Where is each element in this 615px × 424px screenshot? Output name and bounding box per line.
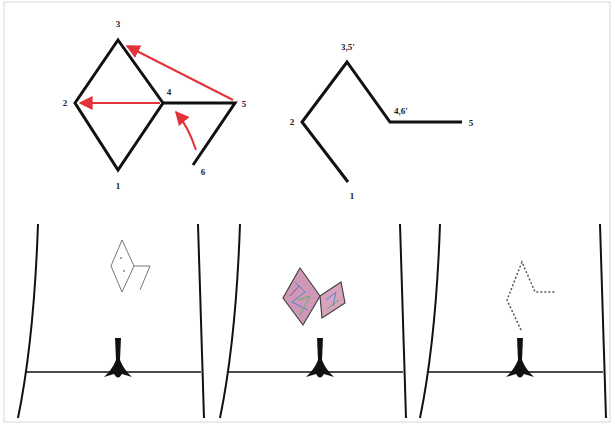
point-label: 2 bbox=[289, 117, 296, 128]
point-label: 3,5' bbox=[340, 42, 356, 53]
gluteal-outline bbox=[18, 224, 204, 418]
point-label: 2 bbox=[62, 98, 69, 109]
gluteal-outline bbox=[420, 224, 606, 418]
closure-line bbox=[302, 62, 462, 182]
point-label: 3 bbox=[115, 19, 122, 30]
point-label: 4,6' bbox=[393, 106, 409, 117]
gluteal-outline bbox=[220, 224, 406, 418]
flap-marking bbox=[111, 240, 150, 292]
suture-line bbox=[507, 262, 556, 330]
frame bbox=[4, 2, 610, 422]
flap-design bbox=[75, 40, 235, 170]
point-label: 6 bbox=[200, 167, 207, 178]
point-label: 4 bbox=[166, 87, 173, 98]
point-label: 5 bbox=[468, 118, 475, 129]
raised-flap bbox=[283, 268, 345, 325]
transposition-arrows bbox=[80, 46, 233, 150]
point-label: 1 bbox=[349, 191, 356, 202]
point-label: 1 bbox=[115, 181, 122, 192]
point-label: 5 bbox=[241, 99, 248, 110]
